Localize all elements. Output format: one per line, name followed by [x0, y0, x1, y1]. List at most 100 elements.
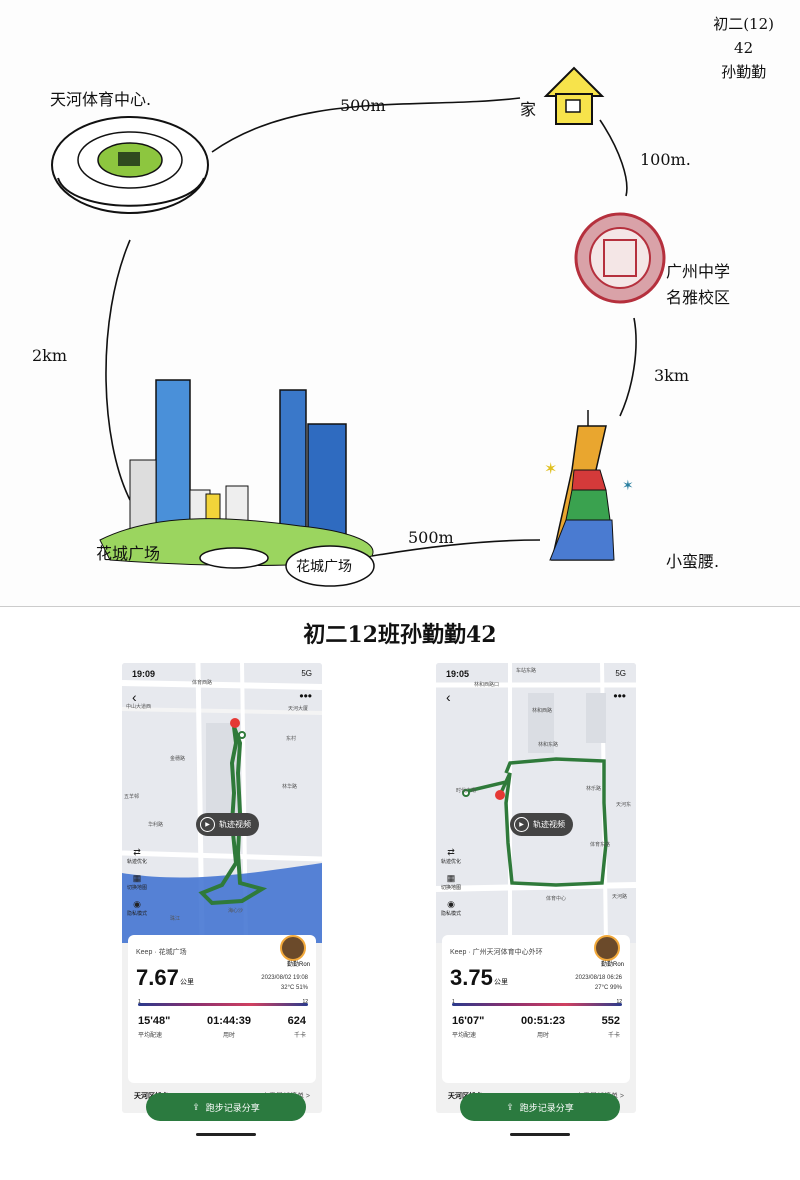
avatar[interactable] — [280, 935, 306, 961]
label-square: 花城广场 — [96, 544, 161, 563]
duration-value: 00:51:23 — [520, 1015, 565, 1027]
corner-number: 42 — [734, 39, 754, 57]
map-background — [436, 663, 636, 943]
track-optimize-tool[interactable]: ⇄轨迹优化 — [126, 847, 148, 865]
run-summary-card: Keep · 广州天河体育中心外环 勤勤Ron 3.75 公里 2023/08/… — [442, 935, 630, 1083]
home-indicator[interactable] — [196, 1133, 256, 1136]
street-label: 华利路 — [148, 822, 164, 828]
corner-note: 初二(12) 42 孙勤勤 — [713, 12, 774, 84]
label-stadium: 天河体育中心. — [50, 90, 152, 109]
map-background — [122, 663, 322, 943]
distance-school-tower: 3km — [654, 366, 690, 385]
corner-class: 初二(12) — [713, 15, 774, 33]
street-label: 天河东 — [616, 802, 632, 808]
switch-map-tool[interactable]: ▦切换地图 — [126, 873, 148, 891]
pace-bar-end: 12 — [302, 999, 308, 1005]
tool-label: 切换地图 — [440, 885, 461, 891]
street-label: 体育东路 — [590, 842, 611, 848]
tool-label: 隐私模式 — [440, 911, 461, 917]
more-icon[interactable]: ••• — [613, 689, 626, 703]
run-summary-card: Keep · 花城广场 勤勤Ron 7.67 公里 2023/08/02 19:… — [128, 935, 316, 1083]
map-icon: ▦ — [446, 873, 456, 883]
route-icon: ⇄ — [447, 847, 455, 857]
share-icon: ⇪ — [192, 1101, 200, 1112]
user-name: 勤勤Ron — [286, 962, 310, 968]
status-time: 19:09 — [132, 669, 156, 679]
route-square-stadium — [105, 239, 131, 501]
street-label: 东村 — [286, 736, 297, 742]
back-icon[interactable]: ‹ — [132, 689, 137, 705]
trajectory-video-label: 轨迹视频 — [219, 820, 251, 829]
weather-info: 27°C 99% — [594, 985, 622, 991]
street-label: 林和西路口 — [474, 682, 500, 688]
duration-label: 用时 — [536, 1033, 549, 1039]
distance-square-stadium: 2km — [32, 346, 68, 365]
avatar[interactable] — [594, 935, 620, 961]
pace-value: 16'07" — [452, 1015, 485, 1027]
pace-bar-end: 12 — [616, 999, 622, 1005]
corner-name: 孙勤勤 — [721, 63, 767, 81]
screenshot-section: 初二12班孙勤勤42 19:09 5G ‹ ••• 体育西路 中山大道西 — [0, 607, 800, 1180]
duration-value: 01:44:39 — [206, 1015, 251, 1027]
distance-value: 3.75 — [450, 965, 493, 990]
stadium-drawing — [51, 116, 209, 214]
pace-value: 15'48" — [138, 1015, 171, 1027]
canton-tower-drawing: ✶ ✶ — [544, 410, 634, 561]
back-icon[interactable]: ‹ — [446, 689, 451, 705]
eye-icon: ◉ — [447, 899, 455, 909]
home-indicator[interactable] — [510, 1133, 570, 1136]
run-map[interactable]: 19:09 5G ‹ ••• 体育西路 中山大道西 天河大厦 金穗路 五羊邨 华… — [122, 663, 322, 943]
street-label: 中山大道西 — [126, 704, 152, 710]
stat-pace: 15'48" 平均配速 — [138, 1015, 170, 1039]
trajectory-video-button[interactable]: ▶ 轨迹视频 — [196, 813, 259, 836]
tool-label: 隐私模式 — [126, 911, 147, 917]
run-map[interactable]: 19:05 5G ‹ ••• 车站东路 林和西路口 林和西路 林和东路 时代广场… — [436, 663, 636, 943]
route-stadium-home — [211, 97, 521, 153]
stat-duration: 00:51:23 用时 — [521, 1015, 565, 1039]
distance-tower-square: 500m — [408, 528, 454, 547]
phone-screenshot-1: 19:09 5G ‹ ••• 体育西路 中山大道西 天河大厦 金穗路 五羊邨 华… — [122, 663, 322, 1113]
calories-value: 624 — [287, 1015, 306, 1027]
pace-bar-start: 1 — [138, 999, 141, 1005]
distance-unit: 公里 — [494, 979, 508, 986]
label-school-1: 广州中学 — [666, 262, 731, 281]
pace-label: 平均配速 — [138, 1033, 163, 1039]
share-label: 跑步记录分享 — [519, 1102, 574, 1113]
street-label: 林和西路 — [532, 708, 553, 714]
phone-screenshot-2: 19:05 5G ‹ ••• 车站东路 林和西路口 林和西路 林和东路 时代广场… — [436, 663, 636, 1113]
street-label: 林乐路 — [586, 786, 602, 792]
more-icon[interactable]: ••• — [299, 689, 312, 703]
map-icon: ▦ — [132, 873, 142, 883]
share-run-button[interactable]: ⇪ 跑步记录分享 — [146, 1093, 306, 1121]
street-label: 珠江 — [170, 916, 181, 922]
run-source: Keep · 花城广场 — [136, 949, 187, 956]
switch-map-tool[interactable]: ▦ 切换地图 — [440, 873, 462, 891]
hand-drawn-map: ✶ ✶ 天河体育中心. 家 广州中学 名雅校区 小蛮腰. 花城广场 花城广场 5… — [0, 12, 800, 607]
run-track — [198, 726, 268, 906]
track-optimize-tool[interactable]: ⇄轨迹优化 — [440, 847, 462, 865]
label-square-sign: 花城广场 — [296, 559, 352, 575]
route-tower-square — [371, 539, 541, 557]
svg-text:✶: ✶ — [622, 477, 634, 493]
privacy-mode-tool[interactable]: ◉ 隐私模式 — [440, 899, 462, 917]
status-network: 5G — [615, 669, 626, 678]
privacy-mode-tool[interactable]: ◉ 隐私模式 — [126, 899, 148, 917]
eye-icon: ◉ — [133, 899, 141, 909]
share-label: 跑步记录分享 — [205, 1102, 260, 1113]
map-drawing: ✶ ✶ — [51, 66, 666, 587]
share-run-button[interactable]: ⇪ 跑步记录分享 — [460, 1093, 620, 1121]
run-date: 2023/08/18 06:26 — [575, 975, 622, 981]
svg-text:✶: ✶ — [544, 461, 557, 478]
share-icon: ⇪ — [506, 1101, 514, 1112]
user-name: 勤勤Ron — [600, 962, 624, 968]
street-label: 体育西路 — [192, 680, 213, 686]
trajectory-video-button[interactable]: ▶ 轨迹视频 — [510, 813, 573, 836]
distance-unit: 公里 — [180, 979, 194, 986]
street-label: 五羊邨 — [124, 794, 140, 800]
run-date: 2023/08/02 19:08 — [261, 975, 308, 981]
house-drawing — [543, 66, 605, 125]
